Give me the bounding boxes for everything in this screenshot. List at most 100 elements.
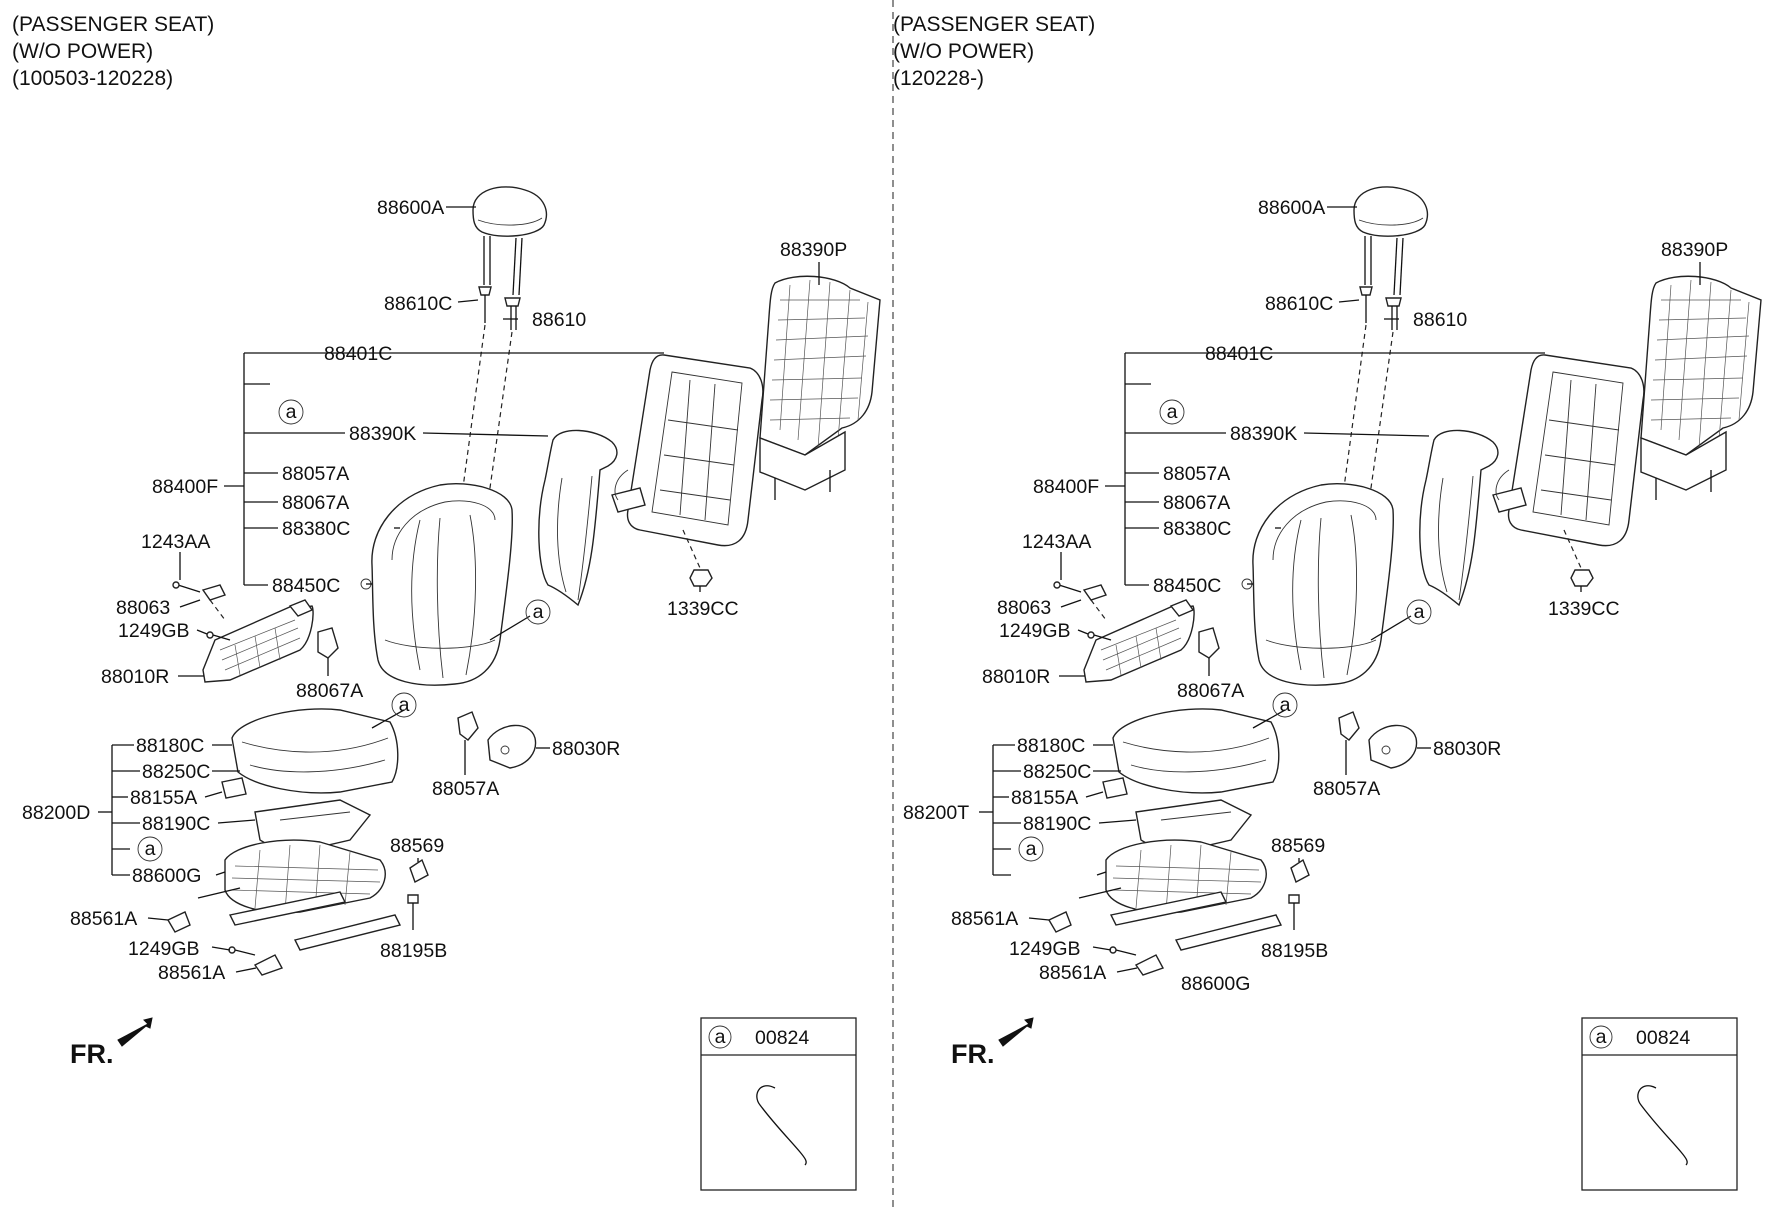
label-88450C: 88450C — [1153, 575, 1221, 597]
label-88561A-a: 88561A — [951, 908, 1018, 930]
reference-circle-a: a — [391, 692, 417, 718]
label-1339CC: 1339CC — [1548, 598, 1620, 620]
label-1243AA: 1243AA — [1022, 531, 1091, 553]
label-88380C: 88380C — [282, 518, 350, 540]
label-1339CC: 1339CC — [667, 598, 739, 620]
legend-letter: a — [1596, 1026, 1607, 1048]
front-arrow-icon — [117, 1017, 153, 1047]
header-line-3: (120228-) — [893, 67, 984, 90]
nut-1339cc-drawing — [1563, 529, 1594, 587]
reference-circle-a: a — [137, 836, 163, 862]
front-label: FR. — [951, 1039, 995, 1069]
clip-88561a-drawing — [1048, 911, 1072, 933]
label-88610C: 88610C — [1265, 293, 1333, 315]
label-88569: 88569 — [390, 835, 444, 857]
svg-text:a: a — [533, 601, 544, 623]
label-88030R: 88030R — [552, 738, 620, 760]
small-fastener-drawing — [172, 581, 231, 641]
label-88063: 88063 — [997, 597, 1051, 619]
hinge-bracket-drawing — [317, 627, 339, 676]
seat-cushion-cover-drawing — [1112, 708, 1280, 794]
reference-circle-a: a — [278, 399, 304, 425]
svg-text:a: a — [1167, 401, 1178, 423]
label-88057A-top: 88057A — [282, 463, 349, 485]
hog-ring-clip-icon — [756, 1085, 807, 1166]
label-88390K: 88390K — [1230, 423, 1297, 445]
label-88067A-top: 88067A — [1163, 492, 1230, 514]
seat-sensor-drawing — [1102, 777, 1128, 799]
label-1249GB-low: 1249GB — [128, 938, 200, 960]
reference-circle-a: a — [1272, 692, 1298, 718]
label-88400F: 88400F — [152, 476, 218, 498]
diagram-panel-late: (PASSENGER SEAT) (W/O POWER) (120228-) — [893, 13, 1762, 1191]
hinge-bracket-drawing — [1198, 627, 1220, 676]
label-88067A-low: 88067A — [296, 680, 363, 702]
label-88180C: 88180C — [1017, 735, 1085, 757]
header-line-2: (W/O POWER) — [12, 40, 153, 63]
label-88200-assy: 88200D — [22, 802, 90, 824]
clip-lower-drawing — [1109, 946, 1165, 976]
label-88400F: 88400F — [1033, 476, 1099, 498]
leader-lines — [98, 206, 820, 973]
header-line-2: (W/O POWER) — [893, 40, 1034, 63]
svg-text:a: a — [286, 401, 297, 423]
header-line-3: (100503-120228) — [12, 67, 173, 90]
label-1249GB-top: 1249GB — [118, 620, 190, 642]
guide-dashed-line — [461, 324, 486, 496]
label-88195B: 88195B — [1261, 940, 1328, 962]
legend-part-number: 00824 — [1636, 1027, 1690, 1049]
label-88190C: 88190C — [142, 813, 210, 835]
guide-dashed-line — [487, 331, 513, 503]
label-88250C: 88250C — [1023, 761, 1091, 783]
label-88569: 88569 — [1271, 835, 1325, 857]
reference-circle-a: a — [1018, 836, 1044, 862]
seat-back-cover-drawing — [371, 483, 513, 686]
legend-letter: a — [715, 1026, 726, 1048]
label-88195B: 88195B — [380, 940, 447, 962]
label-88155A: 88155A — [130, 787, 197, 809]
back-board-drawing — [1640, 275, 1762, 500]
reference-legend-box: a 00824 — [1581, 1017, 1738, 1191]
label-1249GB-low: 1249GB — [1009, 938, 1081, 960]
front-direction-indicator: FR. — [951, 1017, 1034, 1069]
svg-text:a: a — [399, 694, 410, 716]
clip-lower-drawing — [228, 946, 284, 976]
label-88057A-top: 88057A — [1163, 463, 1230, 485]
front-direction-indicator: FR. — [70, 1017, 153, 1069]
diagram-panel-early: (PASSENGER SEAT) (W/O POWER) (100503-120… — [12, 13, 881, 1191]
label-88063: 88063 — [116, 597, 170, 619]
header-line-1: (PASSENGER SEAT) — [893, 13, 1095, 36]
label-88010R: 88010R — [982, 666, 1050, 688]
label-88561A-b: 88561A — [158, 962, 225, 984]
reference-circle-a: a — [1406, 599, 1432, 625]
reference-legend-box: a 00824 — [700, 1017, 857, 1191]
label-88390P: 88390P — [1661, 239, 1728, 261]
svg-text:a: a — [1414, 601, 1425, 623]
label-88610C: 88610C — [384, 293, 452, 315]
headrest-guide-drawing — [478, 286, 521, 330]
label-88057A-low: 88057A — [432, 778, 499, 800]
label-88561A-b: 88561A — [1039, 962, 1106, 984]
label-1243AA: 1243AA — [141, 531, 210, 553]
svg-text:a: a — [145, 838, 156, 860]
label-88067A-top: 88067A — [282, 492, 349, 514]
label-88390K: 88390K — [349, 423, 416, 445]
reference-circle-a: a — [525, 599, 551, 625]
svg-text:a: a — [1026, 838, 1037, 860]
recliner-cover-drawing — [457, 711, 537, 775]
side-cover-drawing — [1083, 599, 1195, 683]
headrest-drawing — [472, 186, 548, 296]
reference-circle-a: a — [1159, 399, 1185, 425]
legend-part-number: 00824 — [755, 1027, 809, 1049]
bolt-88195b-drawing — [1288, 894, 1300, 925]
label-88600A: 88600A — [377, 197, 444, 219]
label-88200-assy: 88200T — [903, 802, 969, 824]
label-88067A-low: 88067A — [1177, 680, 1244, 702]
seat-cushion-cover-drawing — [231, 708, 399, 794]
seat-back-pad-drawing — [1419, 429, 1499, 607]
seat-back-pad-drawing — [538, 429, 618, 607]
label-88057A-low: 88057A — [1313, 778, 1380, 800]
seat-back-frame-drawing — [611, 354, 764, 547]
